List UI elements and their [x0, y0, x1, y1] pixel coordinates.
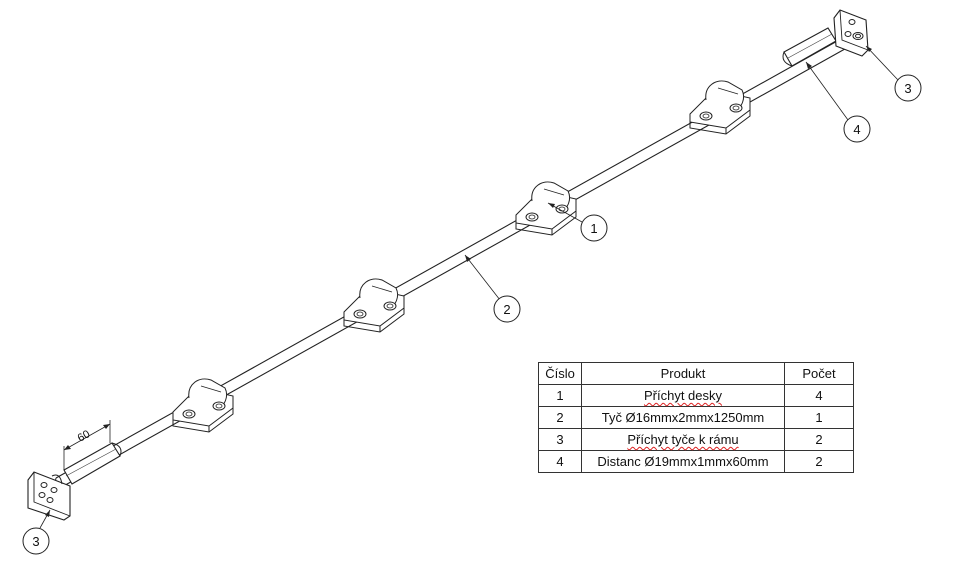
callout-3-left-label: 3: [32, 534, 39, 549]
bom-header-product: Produkt: [581, 362, 785, 385]
bom-cell-product: Příchyt tyče k rámu: [581, 428, 785, 451]
plate-bracket-1: [172, 378, 234, 433]
bom-header-count: Počet: [784, 362, 854, 385]
dimension-label: 60: [76, 428, 93, 444]
frame-clamp-left: [27, 471, 71, 521]
table-row: 2 Tyč Ø16mmx2mmx1250mm 1: [538, 406, 854, 429]
callout-3-right: 3: [865, 45, 922, 102]
plate-bracket-4: [689, 80, 751, 135]
callout-3-left: 3: [22, 509, 51, 555]
callout-2: 2: [464, 254, 521, 323]
callout-4-label: 4: [853, 122, 860, 137]
bom-cell-number: 2: [538, 406, 582, 429]
table-row: 1 Příchyt desky 4: [538, 384, 854, 407]
plate-bracket-3: [515, 181, 577, 236]
table-row: 3 Příchyt tyče k rámu 2: [538, 428, 854, 451]
bom-cell-number: 1: [538, 384, 582, 407]
callout-2-label: 2: [503, 302, 510, 317]
spacer-left: [63, 442, 122, 485]
callout-3-right-label: 3: [904, 81, 911, 96]
bom-cell-number: 3: [538, 428, 582, 451]
bom-cell-count: 1: [784, 406, 854, 429]
bill-of-materials: Číslo Produkt Počet 1 Příchyt desky 4 2 …: [538, 362, 854, 473]
bom-cell-product: Distanc Ø19mmx1mmx60mm: [581, 450, 785, 473]
bom-cell-count: 4: [784, 384, 854, 407]
bom-cell-product: Tyč Ø16mmx2mmx1250mm: [581, 406, 785, 429]
callout-1-label: 1: [590, 221, 597, 236]
bom-cell-product: Příchyt desky: [581, 384, 785, 407]
callout-1: 1: [547, 202, 608, 242]
bom-cell-number: 4: [538, 450, 582, 473]
frame-clamp-right: [833, 9, 869, 57]
bom-product-text: Příchyt desky: [643, 388, 723, 403]
bom-cell-count: 2: [784, 450, 854, 473]
bom-header-row: Číslo Produkt Počet: [538, 362, 854, 385]
spacer-right: [782, 27, 837, 67]
bom-cell-count: 2: [784, 428, 854, 451]
callout-4: 4: [805, 61, 871, 143]
bom-header-number: Číslo: [538, 362, 582, 385]
dimension-spacer-length: 60: [63, 420, 111, 470]
bom-product-text: Příchyt tyče k rámu: [627, 432, 739, 447]
table-row: 4 Distanc Ø19mmx1mmx60mm 2: [538, 450, 854, 473]
